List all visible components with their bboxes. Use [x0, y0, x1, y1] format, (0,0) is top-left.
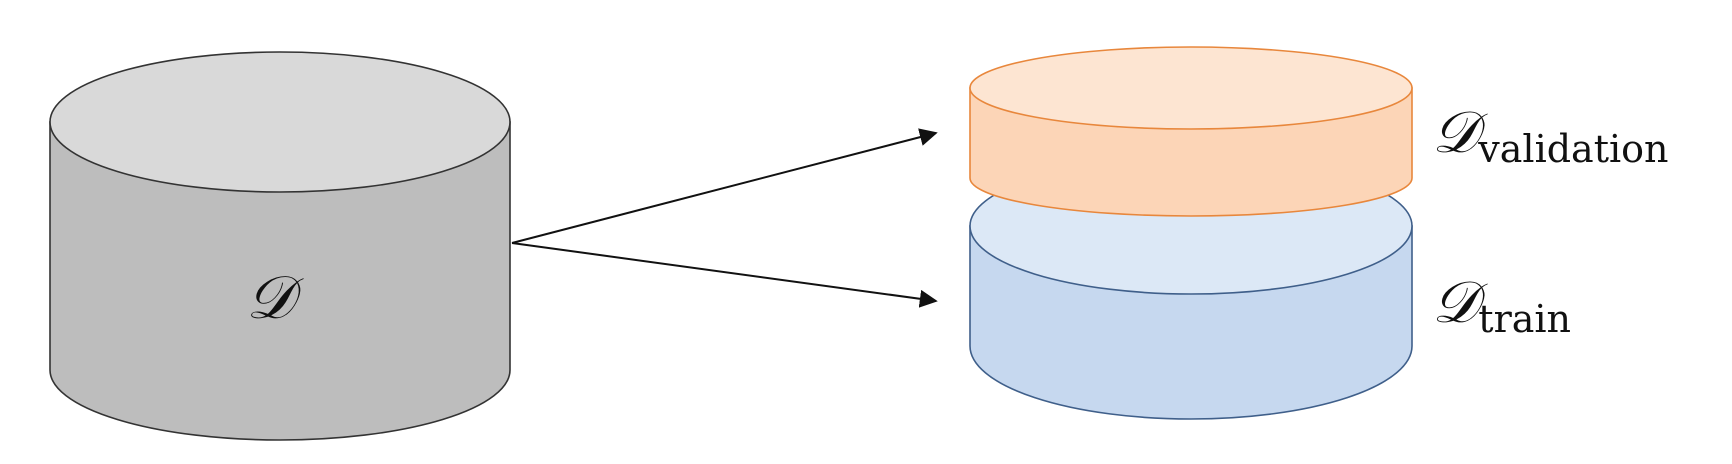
validation-dataset-cylinder: [969, 46, 1413, 217]
source-cylinder-body: [49, 121, 511, 441]
arrow-to-validation: [511, 128, 938, 244]
validation-cylinder-top: [969, 46, 1413, 130]
arrow-to-train: [511, 242, 938, 308]
split-arrows: [511, 128, 938, 308]
train-dataset-label: 𝒟train: [1432, 268, 1571, 341]
validation-dataset-label: 𝒟validation: [1432, 98, 1668, 171]
source-cylinder-top: [49, 51, 511, 193]
source-dataset-cylinder: 𝒟: [49, 51, 511, 441]
